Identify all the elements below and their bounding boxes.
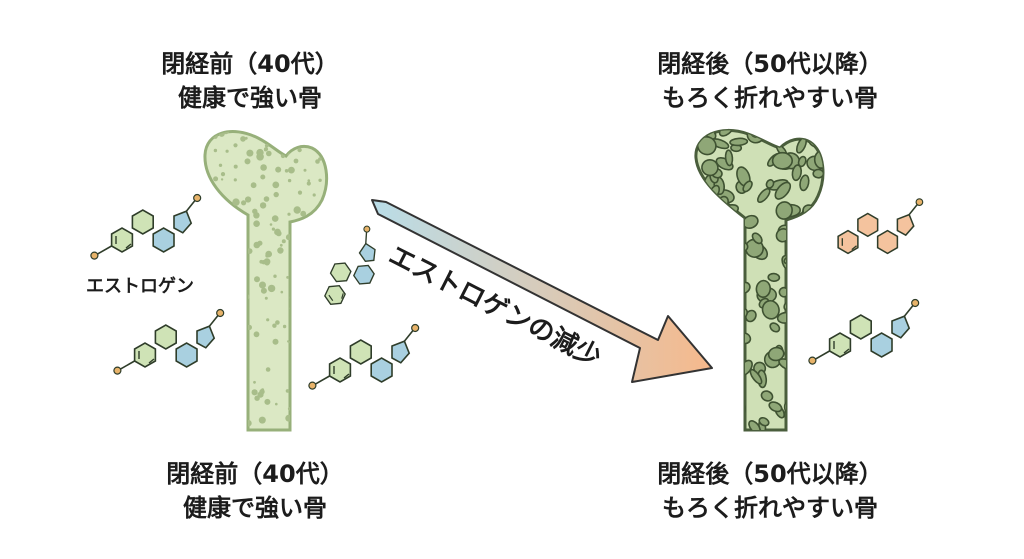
after-bottom-description: もろく折れやすい骨 bbox=[662, 494, 878, 522]
before-top-caption: 閉経前（40代） 健康で強い骨 bbox=[130, 47, 370, 115]
after-top-period: 閉経後（50代以降） bbox=[657, 50, 883, 78]
after-bottom-caption: 閉経後（50代以降） もろく折れやすい骨 bbox=[610, 457, 930, 525]
estrogen-molecules bbox=[90, 193, 924, 390]
before-bottom-period: 閉経前（40代） bbox=[166, 460, 344, 488]
decline-arrow bbox=[371, 199, 713, 383]
porous-bone bbox=[694, 128, 825, 432]
before-bottom-caption: 閉経前（40代） 健康で強い骨 bbox=[135, 457, 375, 525]
after-bottom-period: 閉経後（50代以降） bbox=[657, 460, 883, 488]
before-top-description: 健康で強い骨 bbox=[178, 84, 322, 112]
after-top-description: もろく折れやすい骨 bbox=[662, 84, 878, 112]
before-bottom-description: 健康で強い骨 bbox=[183, 494, 327, 522]
after-top-caption: 閉経後（50代以降） もろく折れやすい骨 bbox=[610, 47, 930, 115]
estrogen-label: エストロゲン bbox=[86, 276, 194, 297]
before-top-period: 閉経前（40代） bbox=[161, 50, 339, 78]
